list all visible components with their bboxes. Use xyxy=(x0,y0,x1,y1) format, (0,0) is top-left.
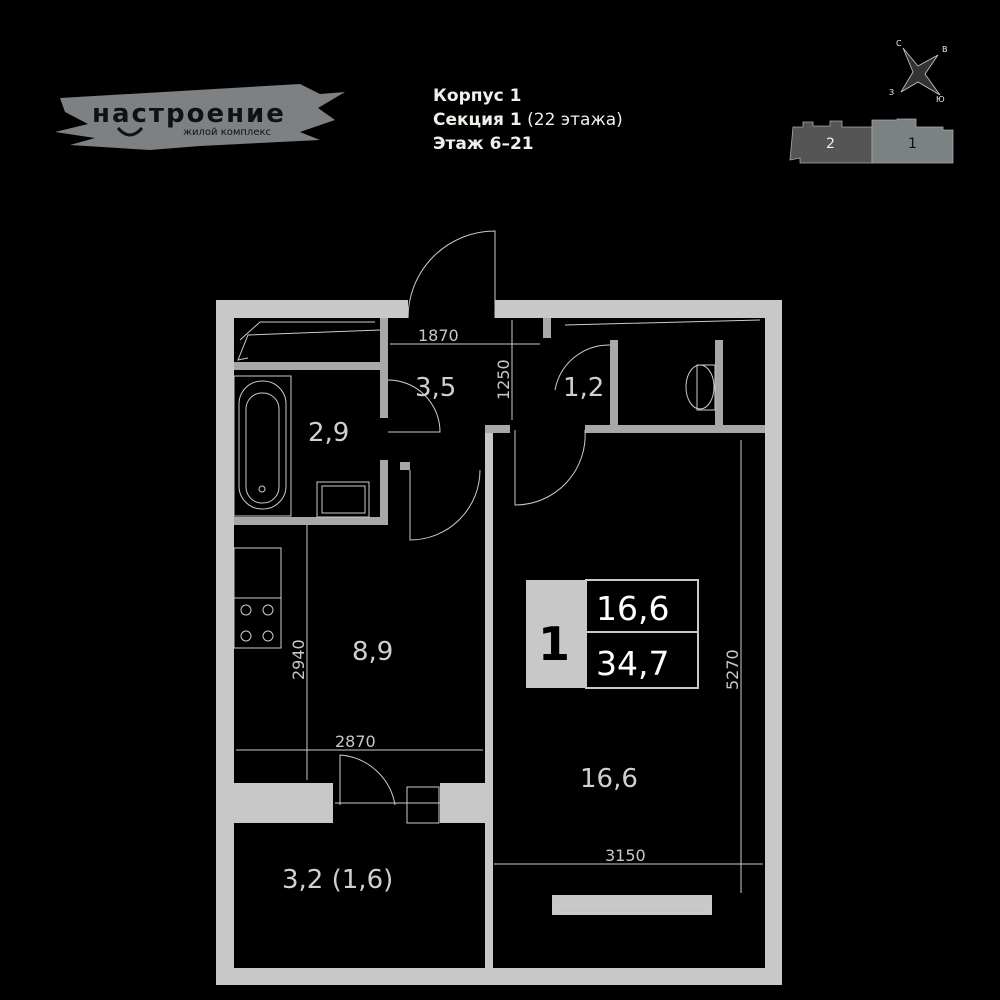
compass: С В Ю З xyxy=(889,39,948,104)
room-area-bathroom: 2,9 xyxy=(308,418,349,448)
dimension-lines xyxy=(236,320,763,893)
apartment-badge: 1 16,6 34,7 xyxy=(526,579,699,689)
dim-kitchen-width: 2870 xyxy=(335,732,376,751)
logo-subtitle: жилой комплекс xyxy=(183,127,271,138)
section-label: Секция 1 xyxy=(433,110,522,130)
logo-name: настроение xyxy=(92,99,286,129)
sink xyxy=(316,481,370,518)
fixtures xyxy=(233,230,761,914)
dim-hall-depth: 1250 xyxy=(494,359,513,400)
section-key: 2 1 xyxy=(789,118,954,164)
section-2-label: 2 xyxy=(826,136,835,152)
walls xyxy=(216,300,782,985)
badge-living-area: 16,6 xyxy=(596,589,669,628)
room-area-balcony: 3,2 (1,6) xyxy=(282,865,393,895)
badge-rooms: 1 xyxy=(538,617,570,671)
section-1 xyxy=(871,118,954,164)
apartment-info: Корпус 1 Секция 1 (22 этажа) Этаж 6–21 xyxy=(433,84,623,156)
kitchen-sink xyxy=(233,547,282,599)
compass-w: З xyxy=(889,88,894,97)
partitions xyxy=(234,318,765,525)
compass-s: Ю xyxy=(936,95,945,104)
dim-living-width: 3150 xyxy=(605,846,646,865)
room-area-kitchen: 8,9 xyxy=(352,637,393,667)
toilet xyxy=(696,364,716,411)
section-2 xyxy=(789,120,873,164)
room-area-hall: 3,5 xyxy=(415,373,456,403)
compass-n: С xyxy=(896,39,902,48)
dim-kitchen-depth: 2940 xyxy=(289,639,308,680)
bathtub xyxy=(233,375,292,517)
logo: настроение жилой комплекс xyxy=(55,84,345,150)
dim-hall-width: 1870 xyxy=(418,326,459,345)
floor-label: Этаж 6–21 xyxy=(433,134,534,154)
section-1-label: 1 xyxy=(908,136,917,152)
dim-living-depth: 5270 xyxy=(723,649,742,690)
room-area-living: 16,6 xyxy=(580,764,638,794)
room-area-wc: 1,2 xyxy=(563,373,604,403)
badge-total-area: 34,7 xyxy=(596,644,669,683)
compass-e: В xyxy=(942,45,948,54)
building-label: Корпус 1 xyxy=(433,86,522,106)
section-floors: (22 этажа) xyxy=(527,110,623,130)
stove xyxy=(233,597,282,649)
